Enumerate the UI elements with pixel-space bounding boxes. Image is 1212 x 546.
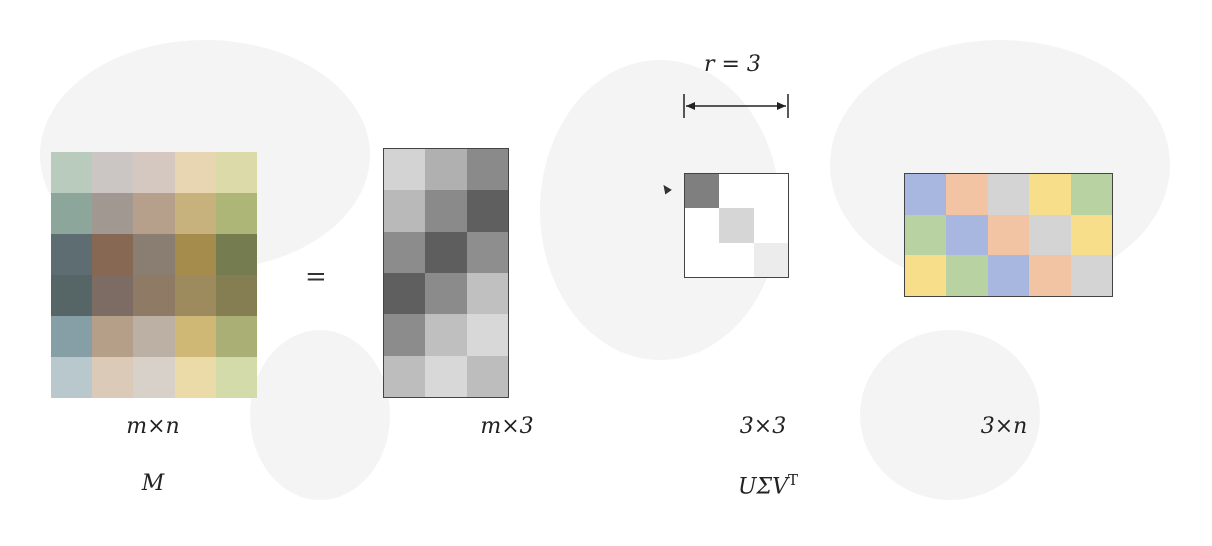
matrix-m-cell (174, 275, 216, 316)
matrix-m-cell (51, 234, 93, 275)
matrix-m-cell (215, 357, 257, 398)
matrix-m-cell (174, 152, 216, 193)
matrix-vt-cell (1070, 255, 1112, 296)
matrix-sigma-cell (753, 208, 788, 243)
matrix-u-cell (384, 272, 426, 315)
matrix-m-cell (174, 193, 216, 234)
vt-dimension-label: 3×n (980, 414, 1028, 439)
matrix-vt-cell (905, 255, 947, 296)
matrix-vt-cell (1029, 214, 1071, 256)
matrix-sigma-cell (719, 242, 754, 277)
matrix-u-cell (425, 149, 467, 191)
matrix-u-cell (425, 231, 467, 273)
u-dimension-label: m×3 (480, 414, 534, 439)
matrix-m-cell (215, 275, 257, 316)
matrix-vt-cell (987, 174, 1030, 215)
matrix-vt-cell (946, 214, 988, 256)
matrix-m-cell (133, 275, 175, 316)
matrix-sigma-cell (719, 174, 754, 209)
matrix-m-cell (133, 152, 175, 193)
matrix-vt (904, 173, 1113, 297)
matrix-u-cell (466, 190, 508, 232)
background-map-blob (250, 330, 390, 500)
matrix-sigma-cell (685, 208, 720, 243)
equals-sign: = (305, 262, 327, 292)
sigma-dimension-label: 3×3 (739, 414, 787, 439)
matrix-m-cell (174, 316, 216, 357)
matrix-m-cell (92, 193, 134, 234)
matrix-m-cell (92, 234, 134, 275)
rank-label: r = 3 (704, 52, 761, 77)
svd-name-sup: T (787, 471, 798, 489)
matrix-vt-cell (905, 174, 947, 215)
matrix-sigma-cell (685, 242, 720, 277)
matrix-vt-cell (905, 214, 947, 256)
matrix-vt-cell (1070, 214, 1112, 256)
matrix-u-cell (384, 314, 426, 356)
matrix-u-cell (425, 314, 467, 356)
matrix-vt-cell (987, 255, 1030, 296)
svd-name-main: UΣV (738, 474, 788, 500)
matrix-vt-cell (987, 214, 1030, 256)
matrix-m-cell (51, 275, 93, 316)
matrix-u-cell (384, 231, 426, 273)
matrix-m-cell (133, 234, 175, 275)
matrix-m-cell (92, 152, 134, 193)
rank-bracket (683, 94, 789, 118)
matrix-vt-cell (946, 255, 988, 296)
matrix-u (383, 148, 509, 398)
matrix-m-cell (51, 357, 93, 398)
matrix-vt-cell (1029, 174, 1071, 215)
matrix-u-cell (466, 272, 508, 315)
matrix-m-cell (51, 152, 93, 193)
matrix-m-cell (215, 316, 257, 357)
matrix-m-cell (51, 193, 93, 234)
matrix-u-cell (425, 355, 467, 397)
matrix-m-cell (174, 357, 216, 398)
matrix-m-cell (92, 275, 134, 316)
m-dimension-label: m×n (126, 414, 180, 439)
matrix-m-cell (92, 357, 134, 398)
matrix-m-cell (215, 152, 257, 193)
matrix-u-cell (425, 190, 467, 232)
matrix-u-cell (384, 355, 426, 397)
matrix-u-cell (466, 231, 508, 273)
matrix-m-cell (174, 234, 216, 275)
matrix-vt-cell (946, 174, 988, 215)
matrix-sigma-cell (753, 242, 788, 277)
matrix-vt-cell (1029, 255, 1071, 296)
matrix-u-cell (384, 149, 426, 191)
matrix-vt-cell (1070, 174, 1112, 215)
matrix-m-cell (215, 234, 257, 275)
matrix-m-cell (92, 316, 134, 357)
matrix-u-cell (466, 314, 508, 356)
matrix-sigma-cell (753, 174, 788, 209)
svd-name: UΣVT (738, 471, 798, 499)
matrix-m-cell (215, 193, 257, 234)
matrix-u-cell (466, 355, 508, 397)
matrix-m-cell (133, 316, 175, 357)
matrix-u-cell (384, 190, 426, 232)
matrix-m-name: M (141, 471, 165, 496)
matrix-sigma-cell (685, 174, 720, 209)
matrix-m-cell (133, 193, 175, 234)
matrix-u-cell (466, 149, 508, 191)
matrix-m-cell (133, 357, 175, 398)
matrix-m-cell (51, 316, 93, 357)
background-map-blob (860, 330, 1040, 500)
matrix-sigma-cell (719, 208, 754, 243)
matrix-m (51, 152, 257, 398)
matrix-sigma (684, 173, 789, 278)
matrix-u-cell (425, 272, 467, 315)
